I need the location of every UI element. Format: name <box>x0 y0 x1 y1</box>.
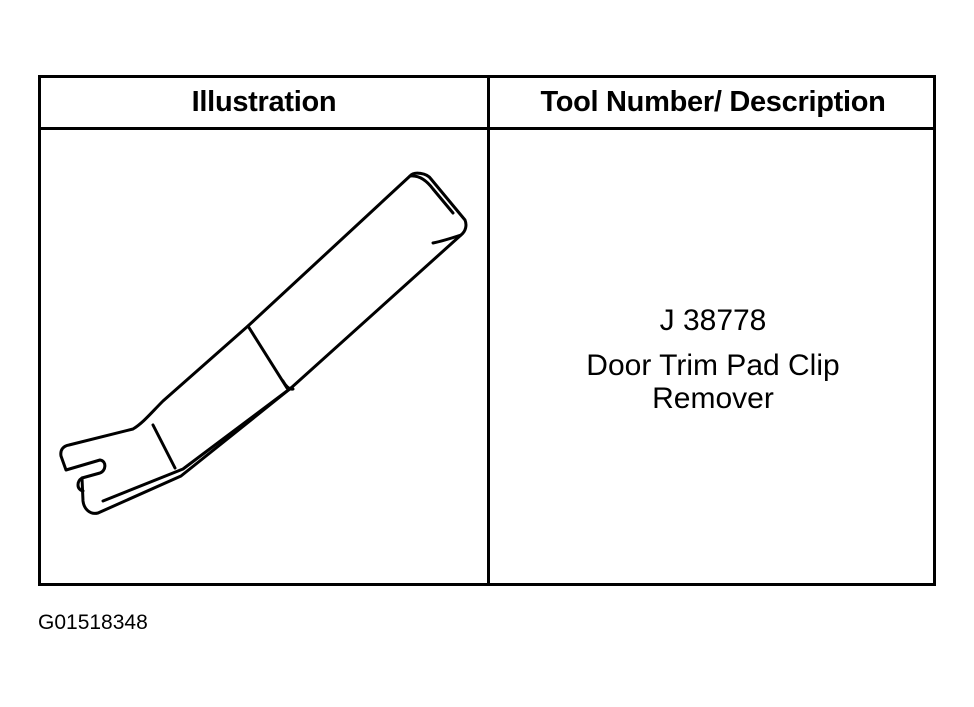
illustration-header: Illustration <box>191 86 337 118</box>
figure-id: G01518348 <box>38 611 148 634</box>
tool-number: J 38778 <box>659 304 767 337</box>
illustration-cell <box>41 130 487 583</box>
trim-pad-clip-remover-icon <box>59 171 468 515</box>
tool-description: Door Trim Pad Clip Remover <box>586 349 840 415</box>
description-cell: J 38778 Door Trim Pad Clip Remover <box>490 130 936 583</box>
tool-table: Illustration Tool Number/ Description <box>38 75 936 586</box>
tool-header: Tool Number/ Description <box>540 86 886 118</box>
column-divider <box>487 78 490 583</box>
